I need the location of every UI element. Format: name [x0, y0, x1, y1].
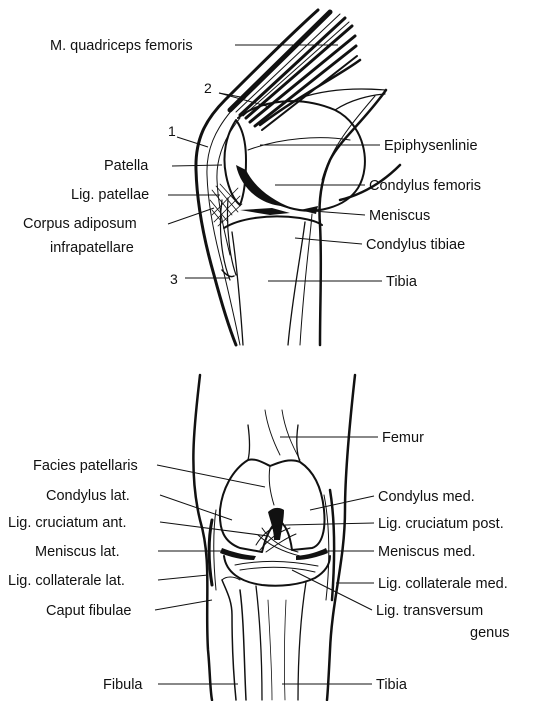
label-lig-patellae: Lig. patellae	[71, 187, 149, 203]
label-quadriceps: M. quadriceps femoris	[50, 38, 193, 54]
label-condylus-tibiae: Condylus tibiae	[366, 237, 465, 253]
fibula-bone	[222, 580, 236, 700]
fat-pad	[210, 184, 242, 226]
label-tibia-front: Tibia	[376, 677, 408, 693]
label-condylus-femoris: Condylus femoris	[369, 178, 481, 194]
label-tibia-side: Tibia	[386, 274, 418, 290]
label-meniscus-lat: Meniscus lat.	[35, 544, 120, 560]
label-caput-fibulae: Caput fibulae	[46, 603, 131, 619]
label-meniscus-med: Meniscus med.	[378, 544, 476, 560]
label-meniscus: Meniscus	[369, 208, 430, 224]
label-lig-transversum-2: genus	[470, 625, 510, 641]
label-epiphysenlinie: Epiphysenlinie	[384, 138, 478, 154]
lig-collaterale-med	[330, 490, 334, 600]
label-lig-cruciatum-post: Lig. cruciatum post.	[378, 516, 504, 532]
label-lig-transversum-1: Lig. transversum	[376, 603, 483, 619]
lig-collaterale-lat	[209, 520, 212, 585]
label-corpus-adiposum-1: Corpus adiposum	[23, 216, 137, 232]
frontal-knee-drawing	[193, 375, 355, 700]
sagittal-leader-lines	[168, 45, 382, 281]
label-lig-collaterale-med: Lig. collaterale med.	[378, 576, 508, 592]
label-facies-patellaris: Facies patellaris	[33, 458, 138, 474]
label-patella: Patella	[104, 158, 149, 174]
frontal-leader-lines	[155, 437, 378, 684]
label-condylus-lat: Condylus lat.	[46, 488, 130, 504]
tibia-plateau	[224, 216, 322, 228]
label-condylus-med: Condylus med.	[378, 489, 475, 505]
meniscus-shape	[240, 208, 290, 215]
label-fibula: Fibula	[103, 677, 143, 693]
sagittal-labels: M. quadriceps femoris 2 1 Patella Lig. p…	[23, 38, 481, 290]
front-skin-right	[327, 375, 355, 700]
marker-1: 1	[168, 123, 176, 139]
label-femur: Femur	[382, 430, 424, 446]
label-lig-collaterale-lat: Lig. collaterale lat.	[8, 573, 125, 589]
label-corpus-adiposum-2: infrapatellare	[50, 240, 134, 256]
marker-2: 2	[204, 80, 212, 96]
marker-3: 3	[170, 271, 178, 287]
label-lig-cruciatum-ant: Lig. cruciatum ant.	[8, 515, 126, 531]
